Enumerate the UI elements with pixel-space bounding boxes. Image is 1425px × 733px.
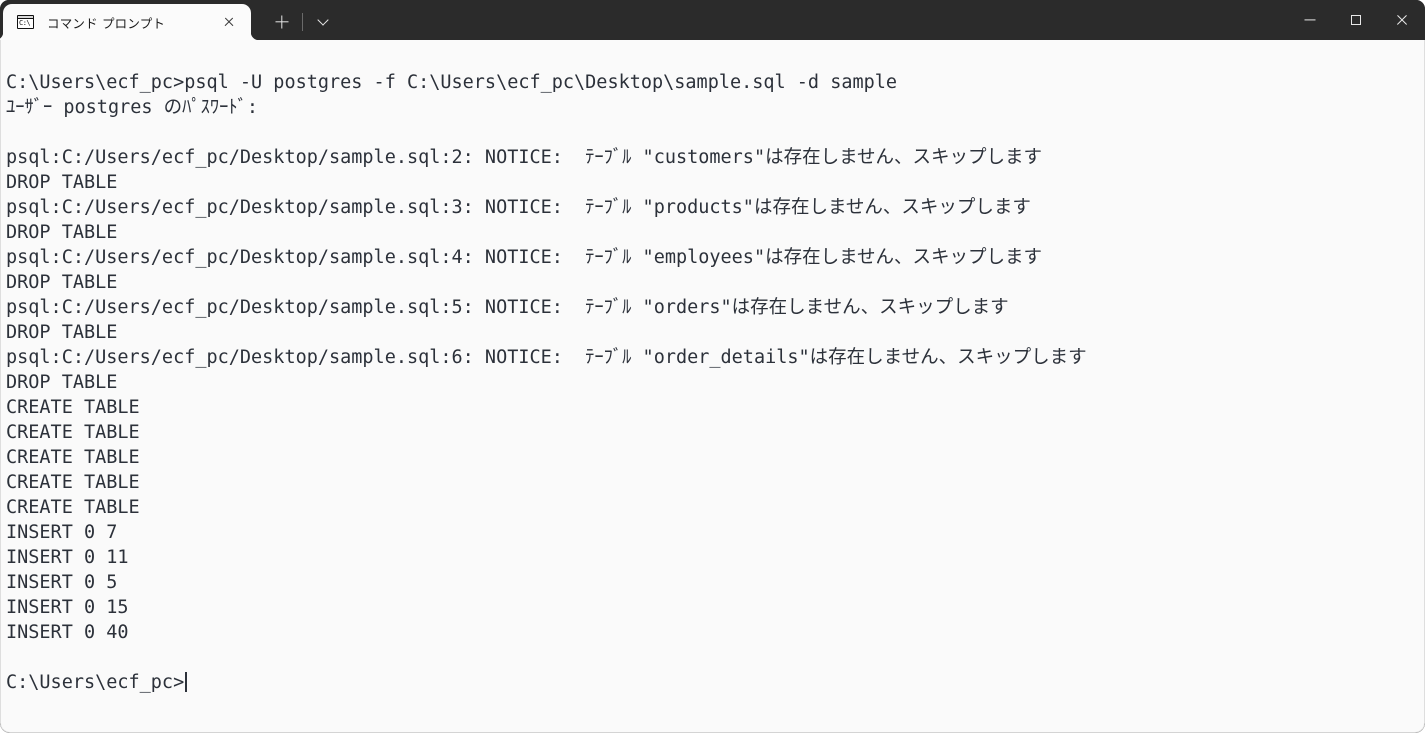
maximize-icon[interactable] [1333, 0, 1379, 40]
terminal-line: CREATE TABLE [6, 397, 140, 418]
text-cursor [185, 672, 187, 692]
terminal-line: DROP TABLE [6, 172, 118, 193]
terminal-line: psql:C:/Users/ecf_pc/Desktop/sample.sql:… [6, 297, 1009, 318]
terminal-line: INSERT 0 11 [6, 547, 129, 568]
terminal-line: DROP TABLE [6, 222, 118, 243]
title-bar[interactable]: C:\ コマンド プロンプト [0, 0, 1425, 40]
terminal-line: INSERT 0 5 [6, 572, 118, 593]
terminal-line: psql:C:/Users/ecf_pc/Desktop/sample.sql:… [6, 147, 1043, 168]
terminal-line: INSERT 0 40 [6, 622, 129, 643]
console-icon: C:\ [17, 15, 34, 29]
terminal-line [6, 120, 1420, 145]
tab-actions [265, 4, 340, 40]
terminal-line: CREATE TABLE [6, 422, 140, 443]
console-icon-label: C:\ [19, 19, 31, 27]
window-controls [1287, 0, 1425, 40]
terminal-line [6, 645, 1420, 670]
chevron-down-icon[interactable] [306, 7, 340, 37]
terminal-line: INSERT 0 7 [6, 522, 118, 543]
minimize-icon[interactable] [1287, 0, 1333, 40]
terminal-line: psql:C:/Users/ecf_pc/Desktop/sample.sql:… [6, 197, 1031, 218]
terminal-line: DROP TABLE [6, 322, 118, 343]
terminal-line: psql:C:/Users/ecf_pc/Desktop/sample.sql:… [6, 247, 1043, 268]
new-tab-icon[interactable] [265, 7, 299, 37]
toolbar-divider [302, 13, 303, 31]
terminal-line: CREATE TABLE [6, 497, 140, 518]
tab-title: コマンド プロンプト [47, 15, 166, 31]
terminal-line: CREATE TABLE [6, 447, 140, 468]
tab-strip: C:\ コマンド プロンプト [0, 0, 251, 40]
terminal-line: DROP TABLE [6, 372, 118, 393]
terminal-line: DROP TABLE [6, 272, 118, 293]
terminal-body[interactable]: C:\Users\ecf_pc>psql -U postgres -f C:\U… [0, 40, 1425, 733]
terminal-output[interactable]: C:\Users\ecf_pc>psql -U postgres -f C:\U… [6, 70, 1420, 732]
terminal-line: C:\Users\ecf_pc> [6, 670, 1420, 695]
tab-command-prompt[interactable]: C:\ コマンド プロンプト [3, 4, 251, 40]
terminal-line: CREATE TABLE [6, 472, 140, 493]
close-icon[interactable] [215, 9, 243, 35]
terminal-line: C:\Users\ecf_pc>psql -U postgres -f C:\U… [6, 72, 898, 93]
terminal-line: psql:C:/Users/ecf_pc/Desktop/sample.sql:… [6, 347, 1087, 368]
terminal-line: ﾕｰｻﾞｰ postgres のﾊﾟｽﾜｰﾄﾞ: [6, 97, 259, 118]
window-close-icon[interactable] [1379, 0, 1425, 40]
terminal-line: INSERT 0 15 [6, 597, 129, 618]
